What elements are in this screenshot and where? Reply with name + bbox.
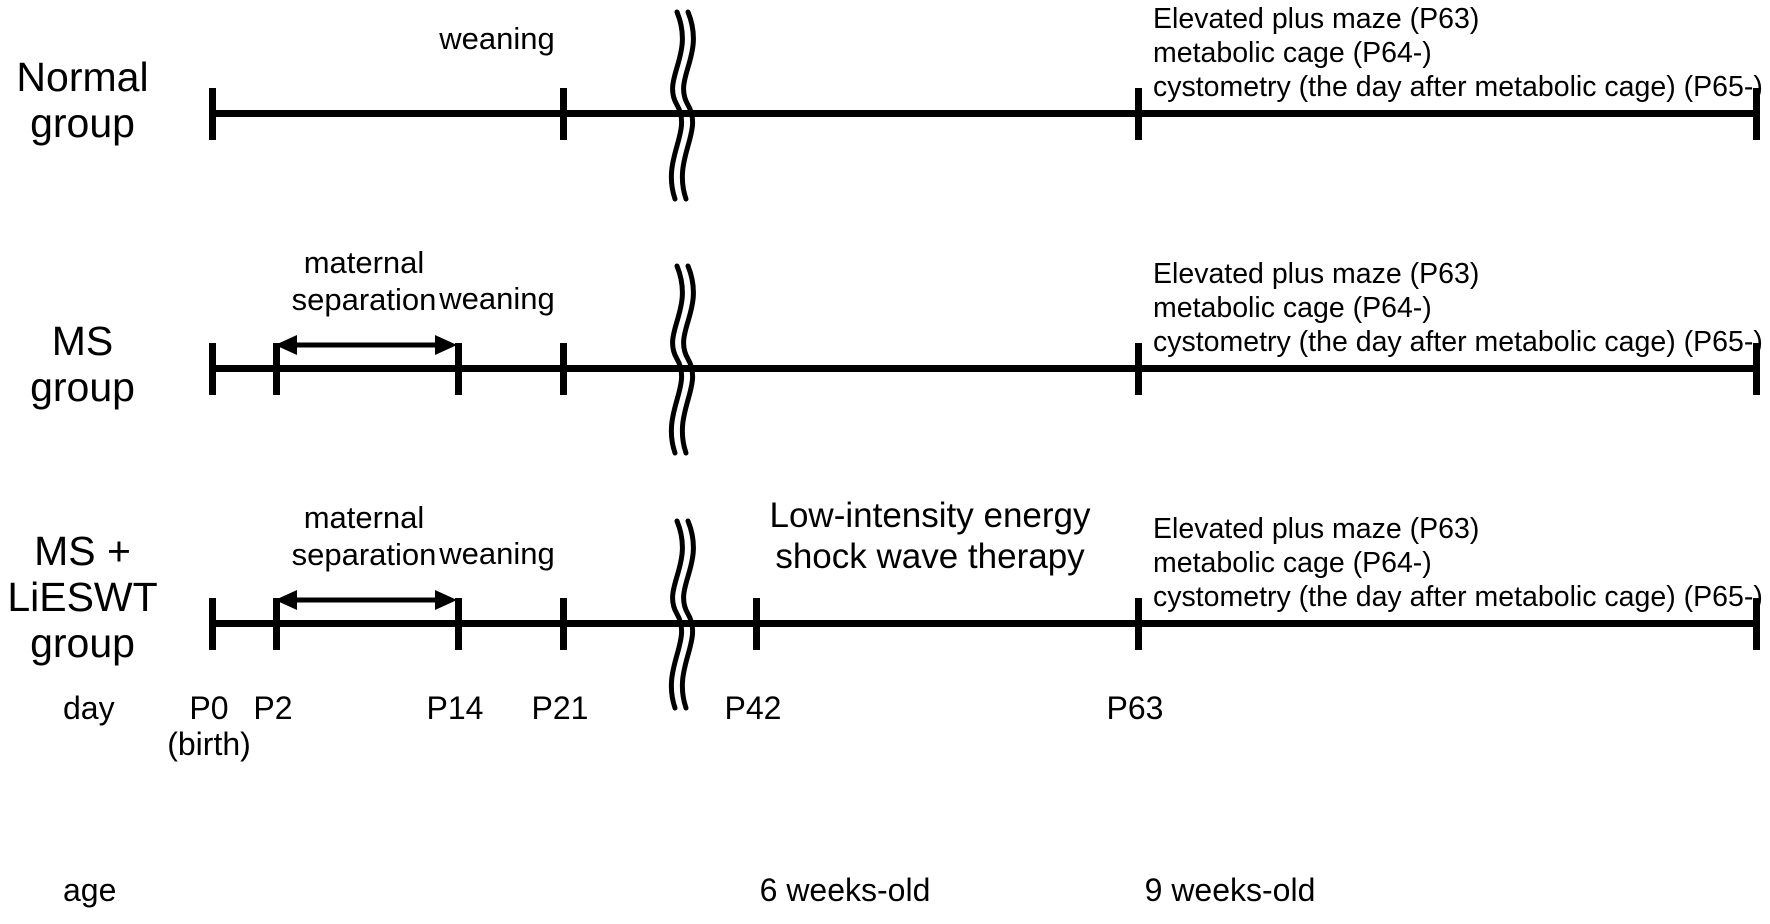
day-label-p21: P21	[531, 690, 589, 726]
tick-p21-ms-lieswt	[560, 598, 567, 650]
timeline-axis-ms	[209, 365, 1760, 372]
weaning-label-ms-lieswt: weaning	[439, 536, 555, 571]
tick-p63-ms	[1135, 343, 1142, 395]
group-label-normal: Normal group	[16, 54, 149, 146]
outcomes-ms-lieswt: Elevated plus maze (P63) metabolic cage …	[1153, 513, 1763, 613]
day-label-p14: P14	[426, 690, 484, 726]
tick-p63-normal	[1135, 88, 1142, 140]
tick-p0-ms-lieswt	[209, 598, 216, 650]
tick-p21-ms	[560, 343, 567, 395]
age-row-label: age	[63, 872, 117, 908]
tick-p0-ms	[209, 343, 216, 395]
axis-break-squiggle-normal	[655, 8, 711, 203]
tick-p0-normal	[209, 88, 216, 140]
timeline-axis-ms-lieswt	[209, 620, 1760, 627]
outcomes-normal: Elevated plus maze (P63) metabolic cage …	[1153, 3, 1763, 103]
day-row-label: day	[63, 690, 115, 726]
lieswt-label: Low-intensity energy shock wave therapy	[769, 496, 1091, 576]
tick-p14-ms-lieswt	[455, 598, 462, 650]
maternal-separation-arrow-ms-lieswt	[273, 587, 459, 613]
maternal-separation-arrow-ms	[273, 332, 459, 358]
weaning-label-normal: weaning	[439, 21, 555, 56]
maternal-separation-label-ms: maternal separation	[291, 245, 437, 317]
outcomes-ms: Elevated plus maze (P63) metabolic cage …	[1153, 258, 1763, 358]
tick-p21-normal	[560, 88, 567, 140]
axis-break-squiggle-ms	[655, 262, 711, 457]
group-label-ms: MS group	[30, 318, 135, 410]
tick-p63-ms-lieswt	[1135, 598, 1142, 650]
tick-p2-ms-lieswt	[273, 598, 280, 650]
age-label-six-weeks: 6 weeks-old	[759, 872, 931, 908]
maternal-separation-label-ms-lieswt: maternal separation	[291, 500, 437, 572]
day-label-p0: P0 (birth)	[167, 690, 251, 762]
day-label-p63: P63	[1106, 690, 1164, 726]
tick-p42-ms-lieswt	[753, 598, 760, 650]
tick-end-ms-lieswt	[1753, 598, 1760, 650]
day-label-p2: P2	[253, 690, 293, 726]
tick-end-ms	[1753, 343, 1760, 395]
axis-break-squiggle-ms-lieswt	[655, 517, 711, 712]
age-label-nine-weeks: 9 weeks-old	[1144, 872, 1316, 908]
group-label-ms-lieswt: MS + LiESWT group	[7, 528, 158, 666]
tick-p14-ms	[455, 343, 462, 395]
weaning-label-ms: weaning	[439, 281, 555, 316]
tick-p2-ms	[273, 343, 280, 395]
day-label-p42: P42	[724, 690, 782, 726]
timeline-axis-normal	[209, 110, 1760, 117]
tick-end-normal	[1753, 88, 1760, 140]
